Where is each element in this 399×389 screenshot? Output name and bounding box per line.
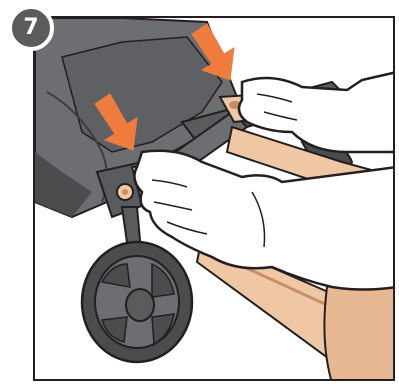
step-badge: 7 bbox=[8, 5, 54, 51]
stroller-illustration bbox=[35, 18, 395, 381]
step-number: 7 bbox=[23, 17, 38, 39]
front-wheel bbox=[82, 242, 192, 362]
illustration-frame bbox=[33, 16, 395, 381]
